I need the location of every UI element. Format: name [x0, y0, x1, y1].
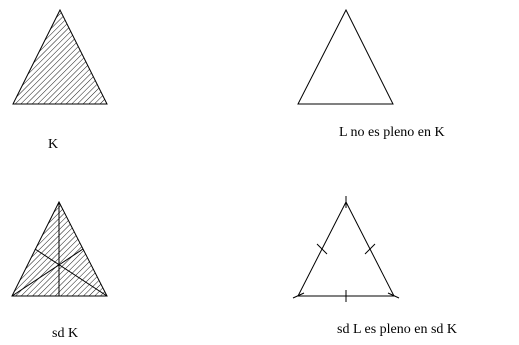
label-l: L no es pleno en K [339, 125, 445, 140]
median-line [34, 248, 108, 297]
label-sd-l: sd L es pleno en sd K [337, 322, 457, 337]
label-k: K [48, 137, 58, 152]
triangle-sd-l [292, 196, 400, 302]
tick-mark [364, 243, 376, 255]
median-line [11, 248, 84, 297]
tick-mark [316, 243, 328, 255]
triangle-l [297, 8, 394, 105]
tick-mark [292, 292, 305, 299]
triangle-sd-k [11, 200, 108, 297]
tick-mark [387, 292, 400, 299]
triangle-k [12, 8, 108, 105]
label-sd-k: sd K [52, 326, 78, 341]
